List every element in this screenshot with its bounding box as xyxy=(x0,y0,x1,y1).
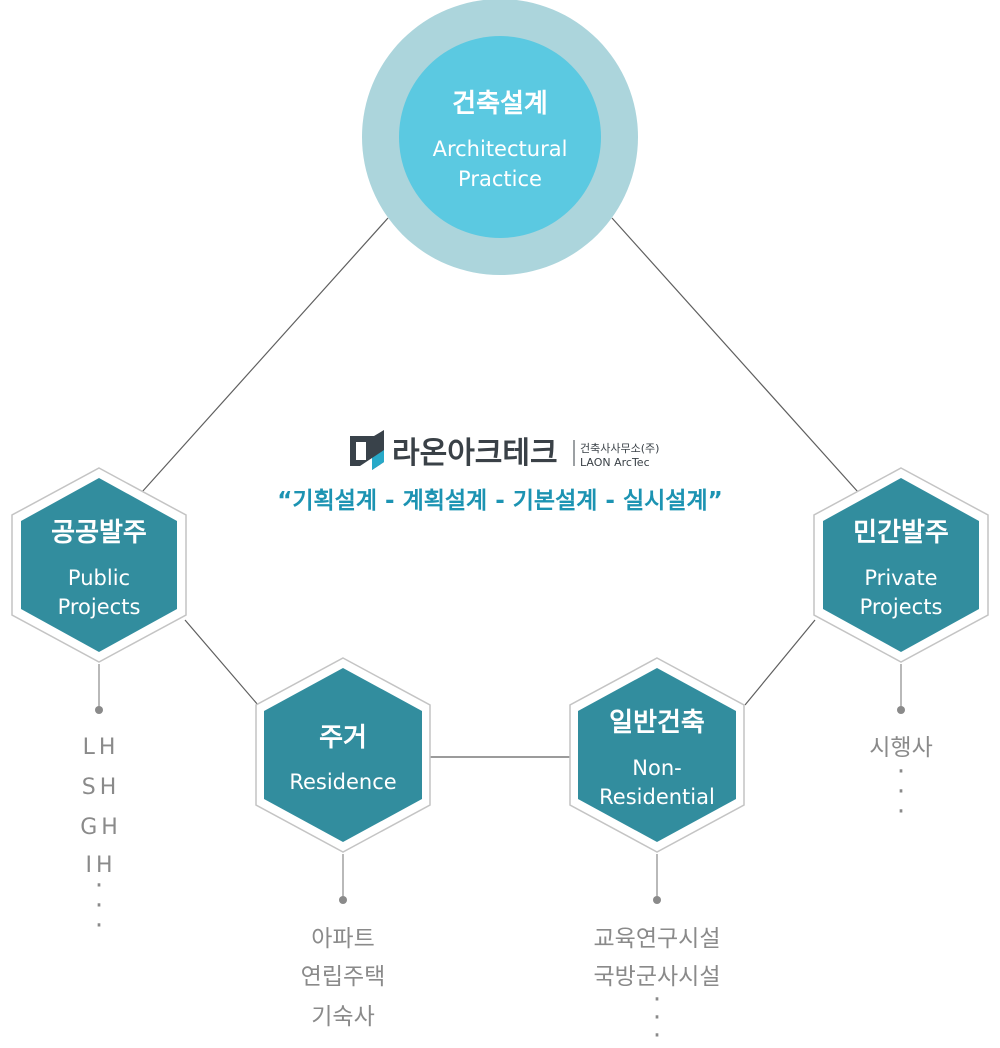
center-title: 건축설계 xyxy=(452,89,548,119)
public-list-dot xyxy=(95,706,103,714)
line-nonres-private xyxy=(744,619,816,706)
public-more-3: · xyxy=(95,911,103,941)
private-list-dot xyxy=(897,706,905,714)
nonres-item-military: 국방군사시설 xyxy=(594,964,721,990)
public-item-lh: LH xyxy=(83,735,120,760)
public-more-2: · xyxy=(95,891,103,921)
private-more-1: · xyxy=(897,757,905,787)
residence-item-apartment: 아파트 xyxy=(311,926,374,952)
logo-name: 라온아크테크 xyxy=(392,436,558,471)
center-line2: Practice xyxy=(458,167,542,191)
public-title: 공공발주 xyxy=(51,518,147,548)
public-item-sh: SH xyxy=(82,775,121,800)
nonres-title: 일반건축 xyxy=(609,708,705,738)
residence-title: 주거 xyxy=(319,723,367,753)
nonres-line2: Residential xyxy=(599,785,715,809)
line-center-public xyxy=(141,217,389,493)
logo-sub-english: LAON ArcTec xyxy=(580,456,650,469)
public-hex xyxy=(21,478,177,652)
public-item-gh: GH xyxy=(80,815,122,840)
private-title: 민간발주 xyxy=(853,518,949,548)
public-projects-node: 공공발주 Public Projects xyxy=(11,467,187,663)
private-projects-node: 민간발주 Private Projects xyxy=(813,467,989,663)
residence-line1: Residence xyxy=(289,770,396,794)
center-inner-circle xyxy=(399,36,601,238)
line-center-private xyxy=(611,217,859,493)
residence-hex xyxy=(264,668,422,842)
residence-node: 주거 Residence xyxy=(255,657,431,853)
nonres-list-dot xyxy=(653,896,661,904)
nonres-item-education: 교육연구시설 xyxy=(594,926,721,952)
private-more-2: · xyxy=(897,777,905,807)
design-stages-slogan: “기획설계 - 계획설계 - 기본설계 - 실시설계” xyxy=(277,488,722,514)
logo-sub-korean: 건축사사무소(주) xyxy=(580,442,659,455)
center-line1: Architectural xyxy=(433,137,568,161)
company-logo: 라온아크테크 건축사사무소(주) LAON ArcTec xyxy=(350,430,659,471)
nonres-more-3: · xyxy=(653,1021,661,1048)
private-line2: Projects xyxy=(860,595,943,619)
non-residential-node: 일반건축 Non- Residential xyxy=(569,657,745,853)
public-line1: Public xyxy=(68,566,130,590)
private-more-3: · xyxy=(897,797,905,827)
line-public-residence xyxy=(184,619,259,706)
nonres-hex xyxy=(578,668,736,842)
public-item-ih: IH xyxy=(85,853,116,878)
private-line1: Private xyxy=(864,566,937,590)
public-more-1: · xyxy=(95,871,103,901)
center-node: 건축설계 Architectural Practice xyxy=(362,0,638,275)
residence-item-townhouse: 연립주택 xyxy=(301,964,386,990)
nonres-more-1: · xyxy=(653,985,661,1015)
public-line2: Projects xyxy=(58,595,141,619)
nonres-line1: Non- xyxy=(632,756,681,780)
residence-item-dormitory: 기숙사 xyxy=(311,1004,374,1030)
logo-mark-accent-icon xyxy=(372,450,384,470)
connector-lines xyxy=(141,217,859,758)
private-item-developer: 시행사 xyxy=(869,735,932,761)
nonres-more-2: · xyxy=(653,1003,661,1033)
private-hex xyxy=(823,478,979,652)
residence-list-dot xyxy=(339,896,347,904)
